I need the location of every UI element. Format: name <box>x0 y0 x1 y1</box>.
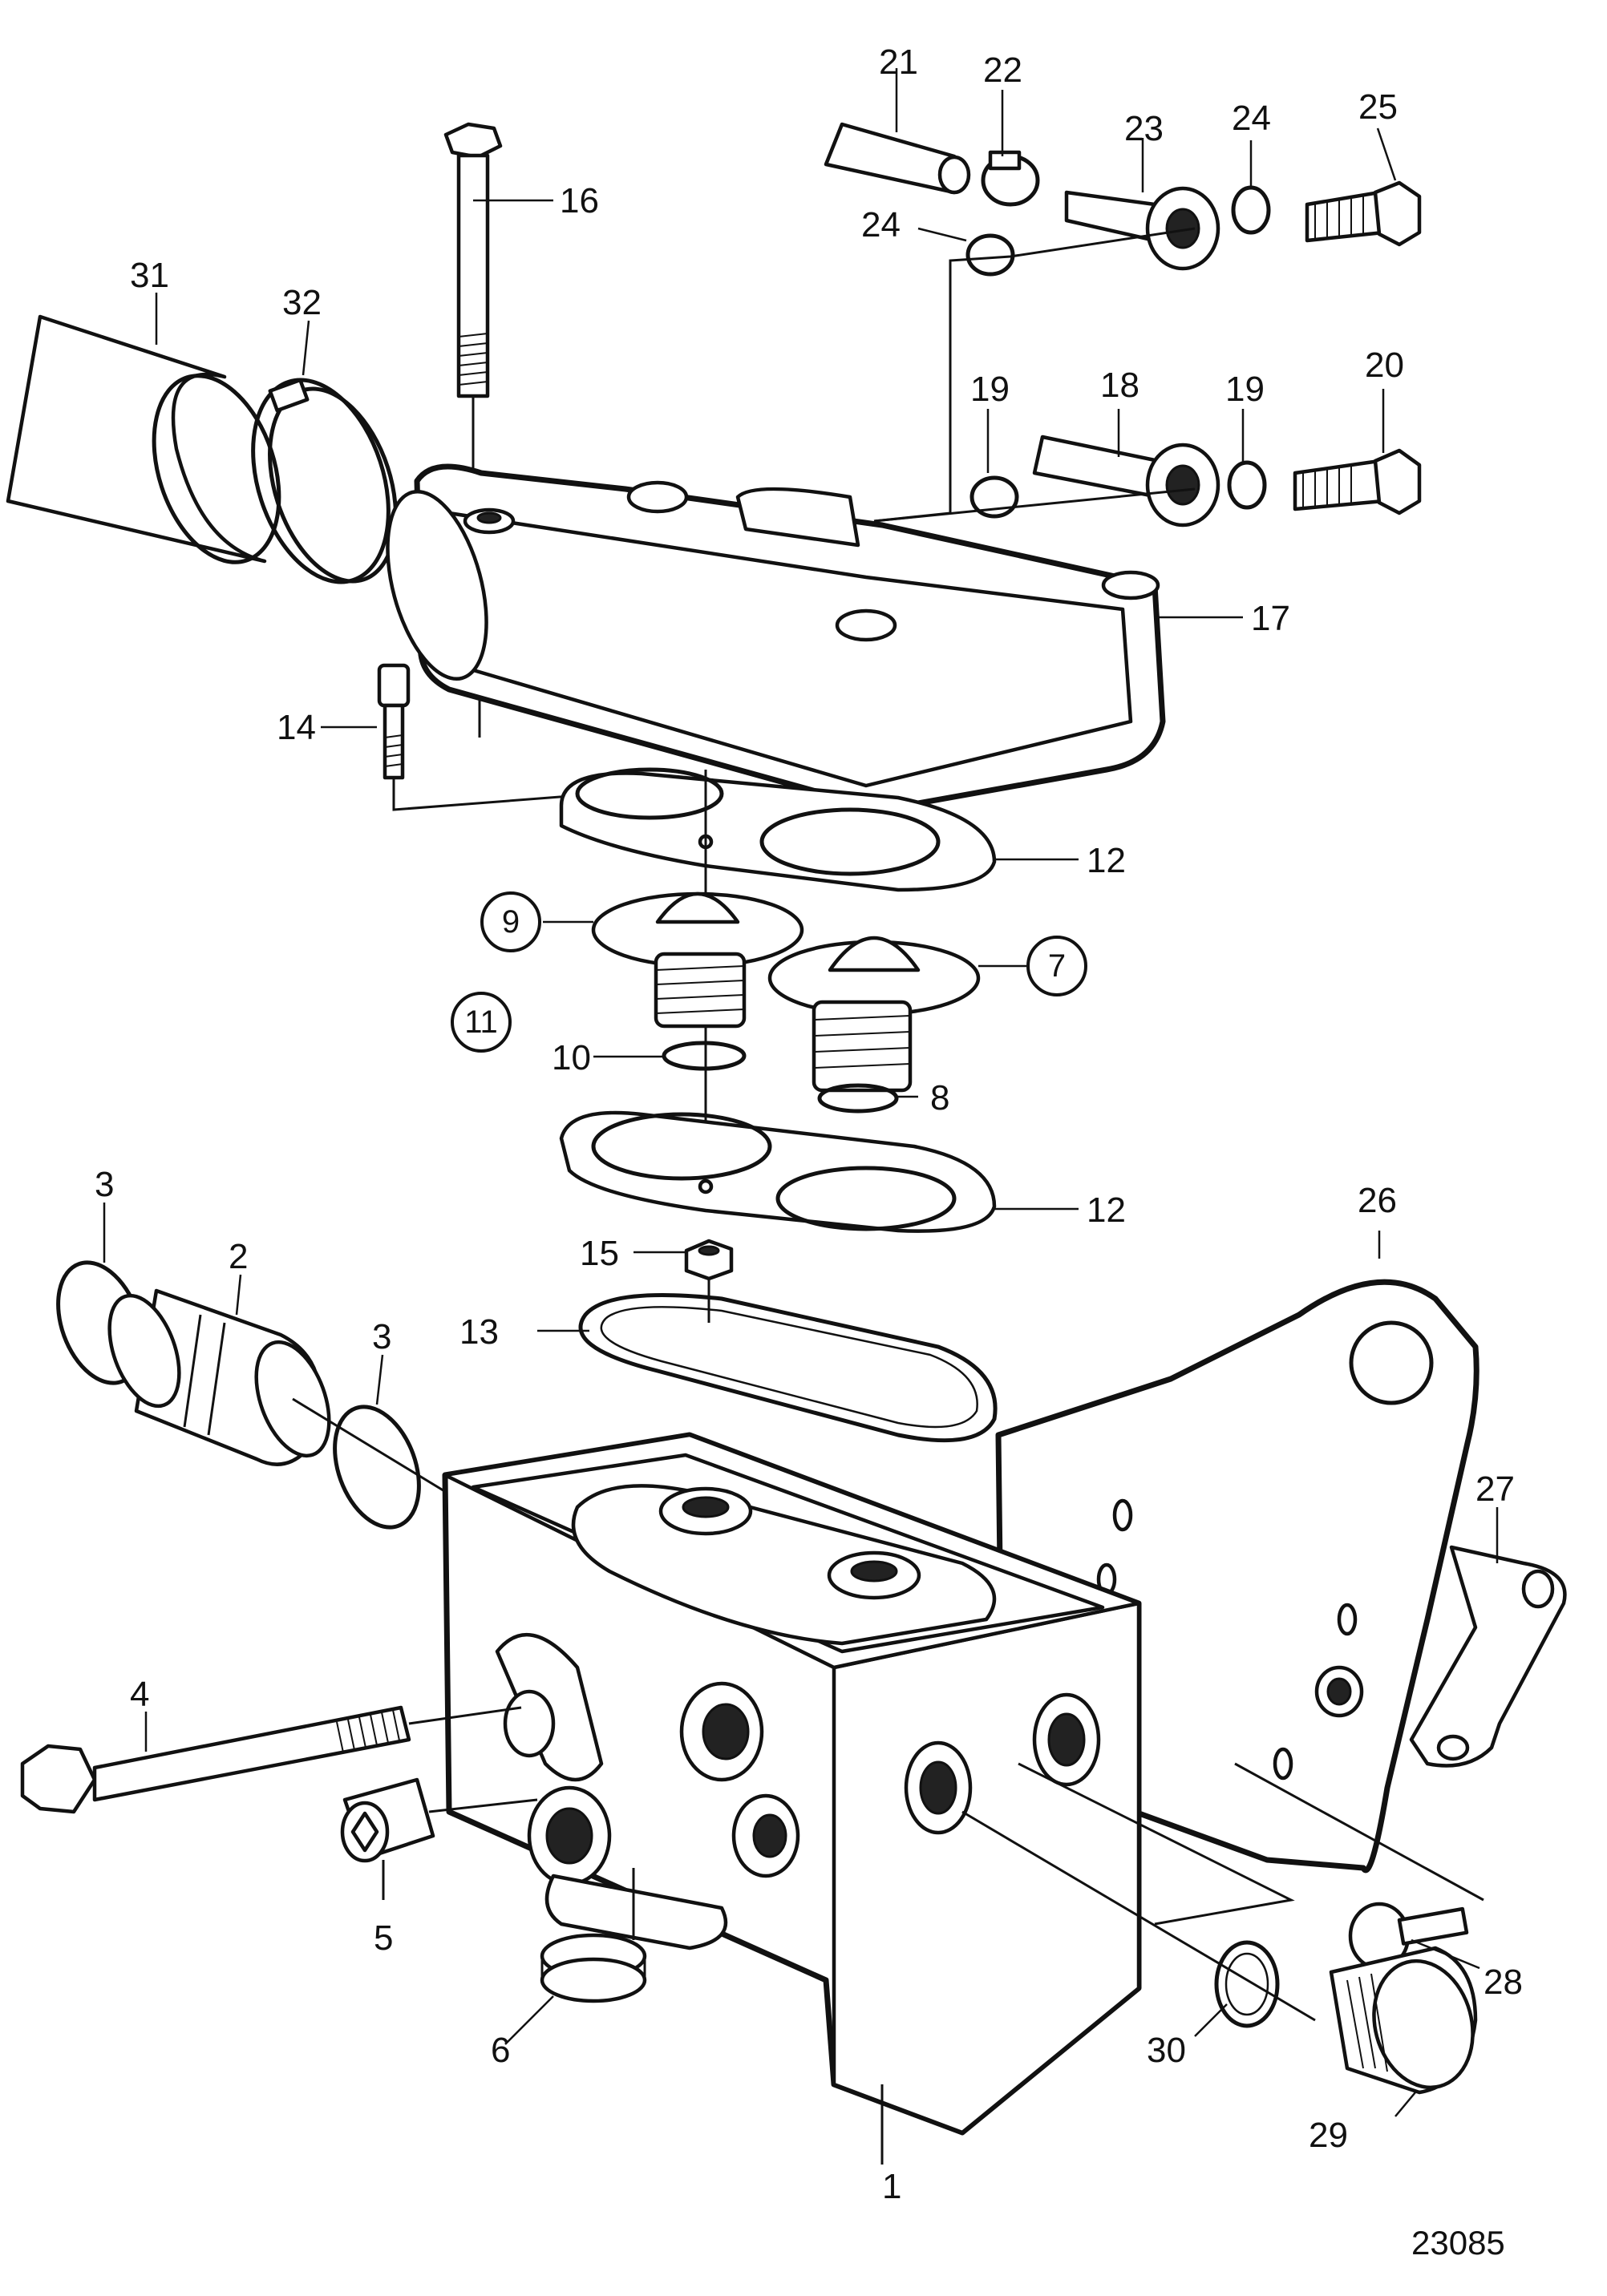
svg-text:9: 9 <box>502 904 520 940</box>
washer-24-upper <box>1231 185 1271 235</box>
bolt-4 <box>20 1705 522 1814</box>
housing-body-1 <box>442 1432 1142 2165</box>
reference-number: 23085 <box>1411 2224 1505 2262</box>
plug-29 <box>1329 1946 1478 2095</box>
callout-28: 28 <box>1484 1963 1523 2002</box>
leader-lines <box>103 68 1499 2117</box>
callout-29: 29 <box>1309 2116 1348 2155</box>
callout-1: 1 <box>882 2167 901 2206</box>
nut-15 <box>684 1239 734 1323</box>
screw-28 <box>1234 1762 1484 1971</box>
callout-18: 18 <box>1100 366 1139 405</box>
pipe-2 <box>107 1288 331 1466</box>
bolt-16 <box>443 122 503 513</box>
hose-clamp-22 <box>981 150 1040 207</box>
circled-callouts: 9 7 11 <box>451 891 1087 1053</box>
callout-26: 26 <box>1358 1181 1397 1220</box>
hose-21 <box>824 122 971 195</box>
svg-text:11: 11 <box>464 1004 498 1040</box>
banjo-nipple-18 <box>1032 435 1220 528</box>
ring-6 <box>540 1868 647 2003</box>
hose-clamp-32 <box>251 378 398 584</box>
o-ring-3-right <box>333 1405 421 1530</box>
callout-19-left: 19 <box>970 370 1010 409</box>
callout-21: 21 <box>879 42 918 82</box>
washer-24-lower <box>965 233 1015 277</box>
gasket-lower-12 <box>559 1110 997 1233</box>
callout-16: 16 <box>560 181 599 220</box>
callout-20: 20 <box>1365 346 1404 385</box>
banjo-bolt-20 <box>1293 448 1422 515</box>
link-27 <box>1409 1545 1567 1768</box>
circled-callout-11: 11 <box>451 992 512 1053</box>
callout-31: 31 <box>130 256 169 295</box>
callout-labels: 21 22 23 24 25 24 16 31 32 19 18 19 20 1… <box>95 42 1523 2206</box>
callout-24-top: 24 <box>1232 99 1271 138</box>
callout-17: 17 <box>1251 599 1290 638</box>
thermostat-housing-cover-17 <box>386 463 1166 813</box>
callout-25: 25 <box>1358 87 1398 127</box>
screw-14 <box>377 663 706 811</box>
callout-6: 6 <box>491 2031 510 2070</box>
callout-12-lower: 12 <box>1087 1190 1126 1230</box>
banjo-bolt-25 <box>1305 180 1422 247</box>
circled-callout-9: 9 <box>480 891 541 952</box>
callout-3-right: 3 <box>372 1317 391 1356</box>
callout-24-left: 24 <box>861 205 901 245</box>
callout-15: 15 <box>580 1234 619 1273</box>
callout-10: 10 <box>552 1038 591 1077</box>
callout-22: 22 <box>983 51 1022 90</box>
sealing-ring-8 <box>817 1083 899 1114</box>
callout-3-left: 3 <box>95 1165 114 1204</box>
hose-31 <box>6 314 281 564</box>
washer-19-left <box>969 475 1019 519</box>
washer-30 <box>961 1762 1316 2028</box>
callout-4: 4 <box>130 1675 149 1714</box>
gasket-upper-12 <box>559 767 997 1154</box>
plug-5 <box>340 1777 538 1900</box>
callout-30: 30 <box>1147 2031 1186 2070</box>
callout-23: 23 <box>1124 109 1164 148</box>
svg-text:7: 7 <box>1048 948 1066 984</box>
callout-5: 5 <box>374 1918 393 1958</box>
thermostat-7 <box>767 936 981 1093</box>
thermostat-9 <box>591 891 804 1029</box>
callout-27: 27 <box>1475 1469 1515 1509</box>
callout-2: 2 <box>229 1237 248 1276</box>
callout-32: 32 <box>282 283 322 322</box>
callout-12-upper: 12 <box>1087 841 1126 880</box>
sealing-ring-10 <box>662 1041 747 1071</box>
circled-callout-7: 7 <box>1026 936 1087 996</box>
washer-19-right <box>1227 460 1267 510</box>
callout-19-right: 19 <box>1225 370 1265 409</box>
callout-14: 14 <box>277 708 316 747</box>
gasket-13 <box>578 1293 998 1443</box>
callout-13: 13 <box>459 1312 499 1352</box>
callout-8: 8 <box>930 1078 949 1118</box>
banjo-nipple-23 <box>1064 186 1220 271</box>
